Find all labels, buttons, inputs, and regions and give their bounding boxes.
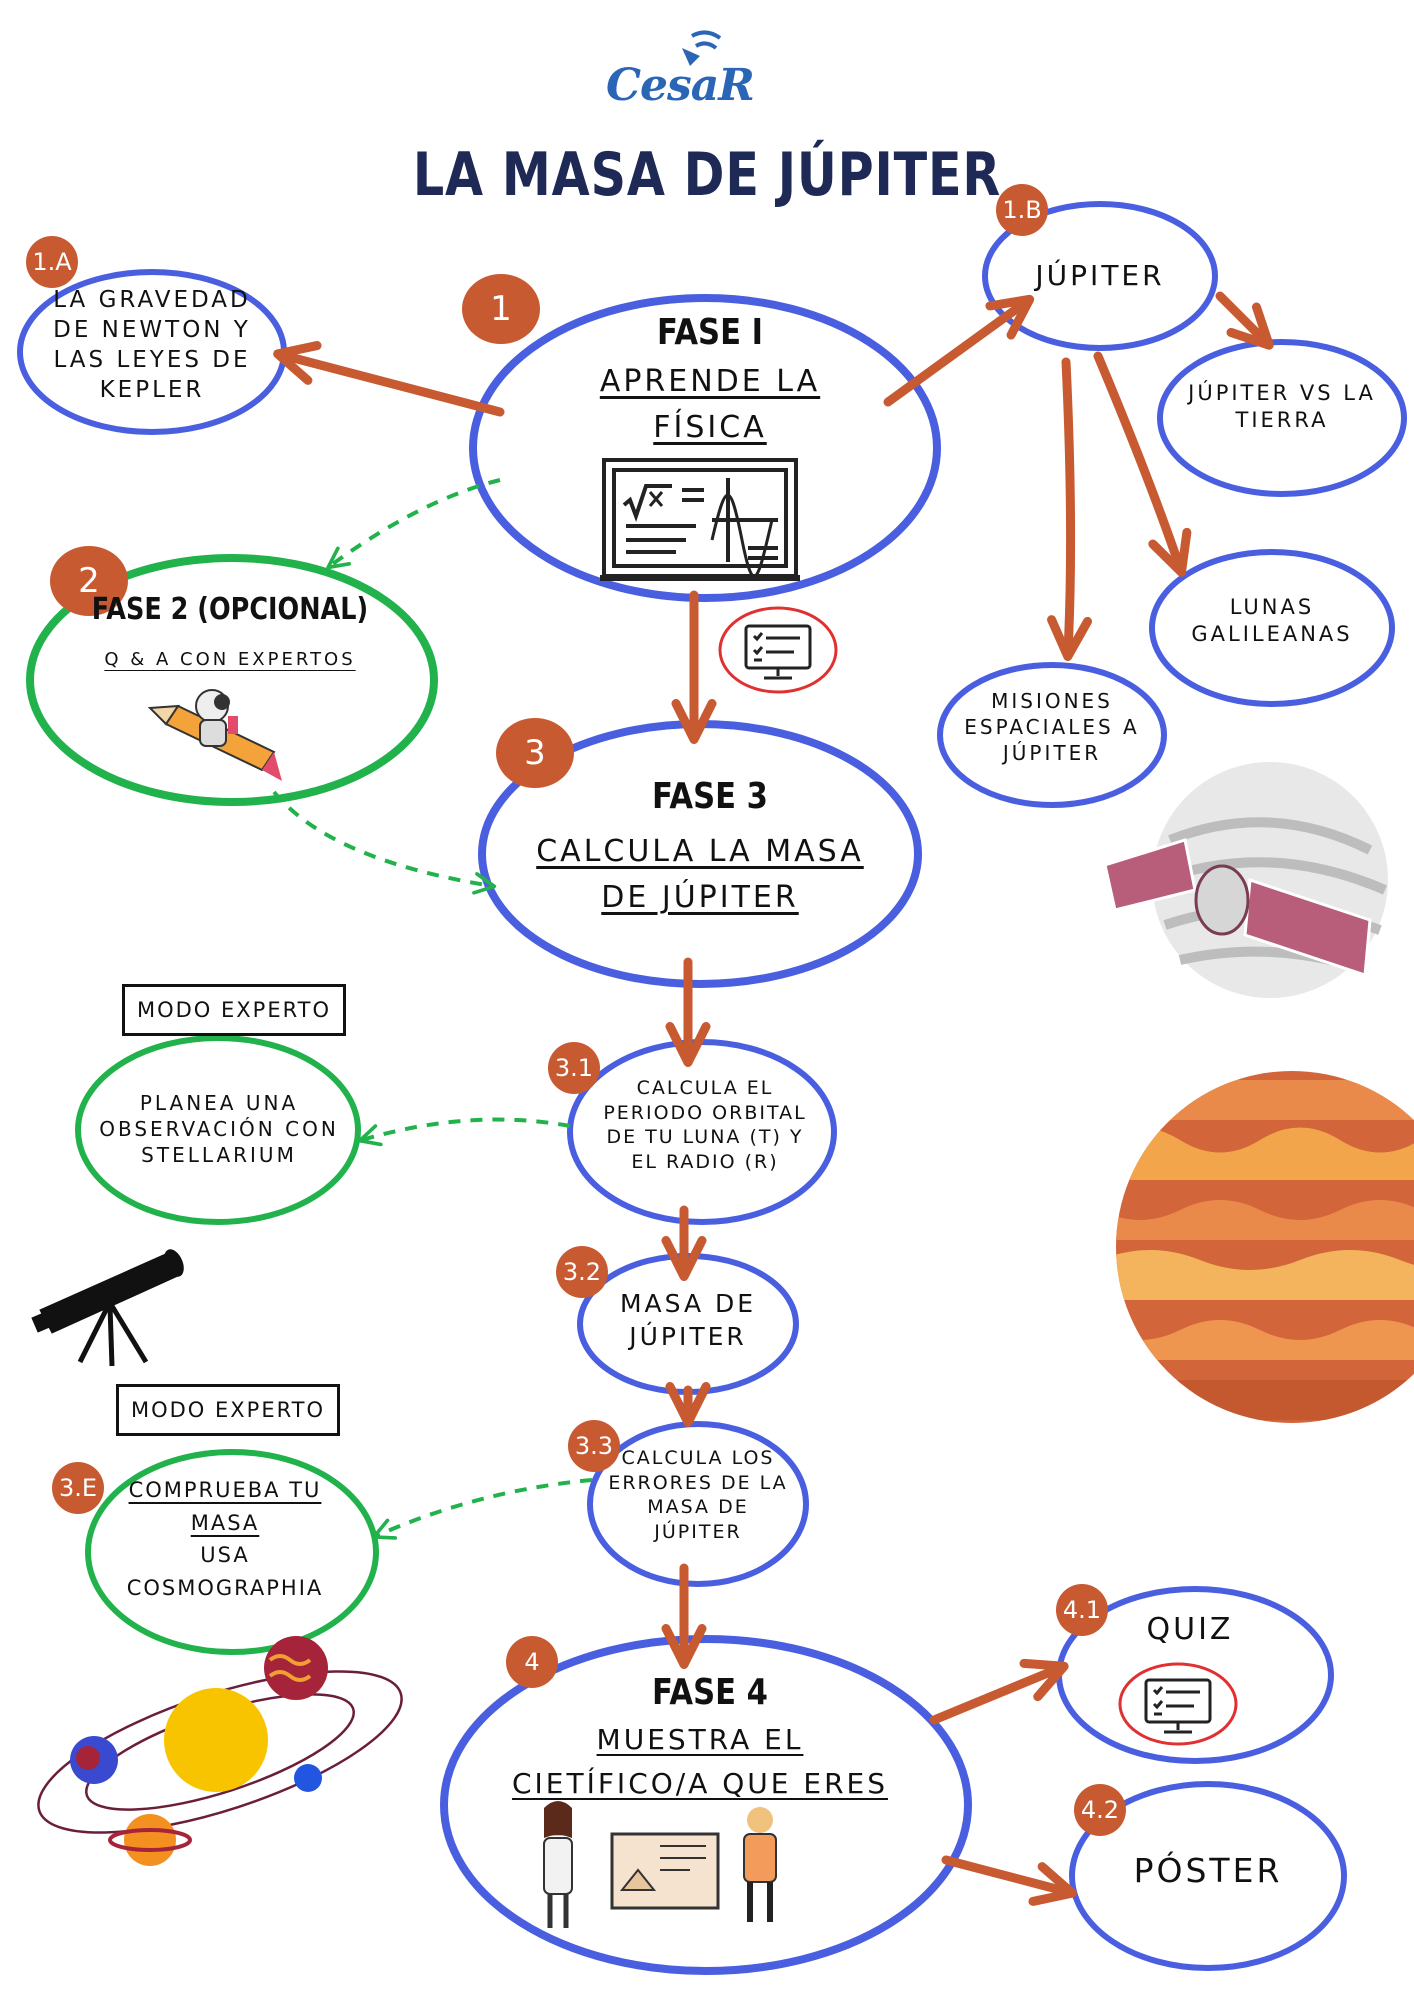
scientists-illustration: [543, 1801, 777, 1928]
monitor-checklist-icon: [718, 606, 838, 694]
node3e-line2: MASA: [190, 1510, 260, 1535]
misiones-ellipse: [937, 662, 1167, 808]
node1b-ellipse: [982, 201, 1218, 351]
node33-line1: CALCULA LOS: [621, 1447, 775, 1469]
quiz-monitor-icon: [1118, 1662, 1238, 1746]
badge-4-2: 4.2: [1074, 1784, 1126, 1836]
node31-text: CALCULA EL PERIODO ORBITAL DE TU LUNA (T…: [580, 1076, 830, 1175]
juno-spacecraft-illustration: [1103, 762, 1388, 998]
node3e-line3: USA: [200, 1543, 250, 1568]
misiones-line2: ESPACIALES A: [964, 715, 1140, 739]
lunas-line2: GALILEANAS: [1191, 622, 1353, 647]
jupiter-vs-ellipse: [1157, 339, 1407, 497]
node33-line4: JÚPITER: [654, 1521, 742, 1544]
jupiter-planet-illustration: [1116, 1071, 1414, 1423]
node32-line1: MASA DE: [619, 1289, 757, 1318]
badge-4-1: 4.1: [1056, 1584, 1108, 1636]
badge-3-2: 3.2: [556, 1246, 608, 1298]
lunas-text: LUNAS GALILEANAS: [1152, 594, 1392, 649]
orange-arrows: [273, 291, 1274, 1906]
fase2-subtitle: Q & A CON EXPERTOS: [104, 649, 356, 670]
node1a-line4: KEPLER: [99, 376, 205, 403]
node31-line4: EL RADIO (R): [631, 1151, 779, 1174]
badge-3: 3: [496, 718, 574, 788]
poster-label: PÓSTER: [1133, 1851, 1283, 1890]
jupiter-vs-text: JÚPITER VS LA TIERRA: [1160, 380, 1404, 435]
fase3-title: FASE 3: [652, 776, 768, 817]
badge-2: 2: [50, 546, 128, 616]
arrow-fase4-to-quiz: [929, 1658, 1069, 1725]
arrow-1b-to-vs: [1215, 291, 1274, 350]
fase1-line1: APRENDE LA: [599, 364, 821, 399]
misiones-text: MISIONES ESPACIALES A JÚPITER: [940, 688, 1164, 766]
jupiter-vs-line2: TIERRA: [1235, 408, 1329, 433]
modo-experto-label-1: MODO EXPERTO: [122, 984, 346, 1036]
node1a-text: LA GRAVEDAD DE NEWTON Y LAS LEYES DE KEP…: [22, 286, 282, 406]
planea-line3: STELLARIUM: [141, 1143, 297, 1167]
fase4-line1: MUESTRA EL: [596, 1723, 804, 1756]
node3e-ellipse: [85, 1449, 379, 1655]
node31-line1: CALCULA EL: [636, 1077, 774, 1099]
lunas-ellipse: [1149, 549, 1395, 707]
green-arrows: [272, 478, 593, 1540]
planea-line2: OBSERVACIÓN CON: [99, 1117, 339, 1141]
node1a-line3: LAS LEYES DE: [53, 346, 251, 373]
planea-text: PLANEA UNA OBSERVACIÓN CON STELLARIUM: [84, 1090, 354, 1168]
node1a-line2: DE NEWTON Y: [53, 316, 251, 343]
badge-1b: 1.B: [996, 184, 1048, 236]
node31-line2: PERIODO ORBITAL: [603, 1101, 807, 1124]
arrow-1b-to-misiones: [1047, 357, 1093, 661]
cesar-logo: CesaR: [600, 18, 780, 111]
fase3-line1: CALCULA LA MASA: [536, 834, 864, 869]
jupiter-vs-line1: JÚPITER VS LA: [1188, 381, 1376, 405]
arrow-fase1-to-1b: [883, 294, 1035, 407]
misiones-line1: MISIONES: [991, 689, 1113, 713]
astronaut-pencil-illustration: [147, 689, 282, 781]
fase3-line2: DE JÚPITER: [601, 880, 799, 915]
modo-experto-label-2: MODO EXPERTO: [116, 1384, 340, 1436]
fase1-line2: FÍSICA: [653, 410, 767, 445]
arrow-fase1-to-fase2: [326, 478, 501, 570]
badge-3-3: 3.3: [568, 1420, 620, 1472]
fase2-title: FASE 2 (OPCIONAL): [91, 592, 369, 627]
lunas-line1: LUNAS: [1229, 595, 1315, 619]
node33-line2: ERRORES DE LA: [608, 1471, 788, 1494]
arrow-fase2-to-fase3: [272, 790, 497, 895]
node33-line3: MASA DE: [647, 1496, 749, 1519]
node3e-text: COMPRUEBA TU MASA USA COSMOGRAPHIA: [100, 1474, 350, 1604]
fase1-title: FASE I: [656, 312, 764, 353]
misiones-line3: JÚPITER: [1002, 741, 1102, 765]
satellite-dish-icon: [682, 30, 722, 66]
fase4-line2: CIETÍFICO/A QUE ERES: [511, 1767, 889, 1800]
badge-4: 4: [506, 1636, 558, 1688]
fase1-ellipse: [469, 294, 941, 602]
node31-line3: DE TU LUNA (T) Y: [606, 1126, 804, 1149]
telescope-illustration: [31, 1249, 184, 1367]
arrow-31-to-planea: [357, 1117, 571, 1147]
node1b-label: JÚPITER: [1035, 259, 1165, 292]
logo-text: CesaR: [606, 60, 755, 111]
node32-line2: JÚPITER: [629, 1321, 747, 1351]
badge-1: 1: [462, 274, 540, 344]
node32-text: MASA DE JÚPITER: [588, 1288, 788, 1353]
node3e-line1: COMPRUEBA TU: [128, 1478, 322, 1502]
solar-system-illustration: [37, 1636, 403, 1866]
chalkboard-illustration: [600, 458, 800, 581]
fase4-title: FASE 4: [652, 1672, 768, 1713]
node1a-line1: LA GRAVEDAD: [53, 287, 251, 313]
planea-line1: PLANEA UNA: [139, 1091, 299, 1115]
arrow-fase4-to-poster: [941, 1855, 1077, 1906]
badge-1a: 1.A: [26, 236, 78, 288]
badge-3-e: 3.E: [52, 1462, 104, 1514]
node3e-line4: COSMOGRAPHIA: [126, 1575, 324, 1600]
page-title: LA MASA DE JÚPITER: [412, 140, 1002, 210]
arrow-33-to-3e: [372, 1478, 593, 1540]
fase2-ellipse: [26, 554, 438, 806]
quiz-label: QUIZ: [1146, 1612, 1234, 1647]
arrow-1b-to-lunas: [1093, 351, 1192, 577]
arrow-fase1-to-1a: [273, 341, 505, 417]
badge-3-1: 3.1: [548, 1042, 600, 1094]
node33-text: CALCULA LOS ERRORES DE LA MASA DE JÚPITE…: [592, 1446, 804, 1545]
